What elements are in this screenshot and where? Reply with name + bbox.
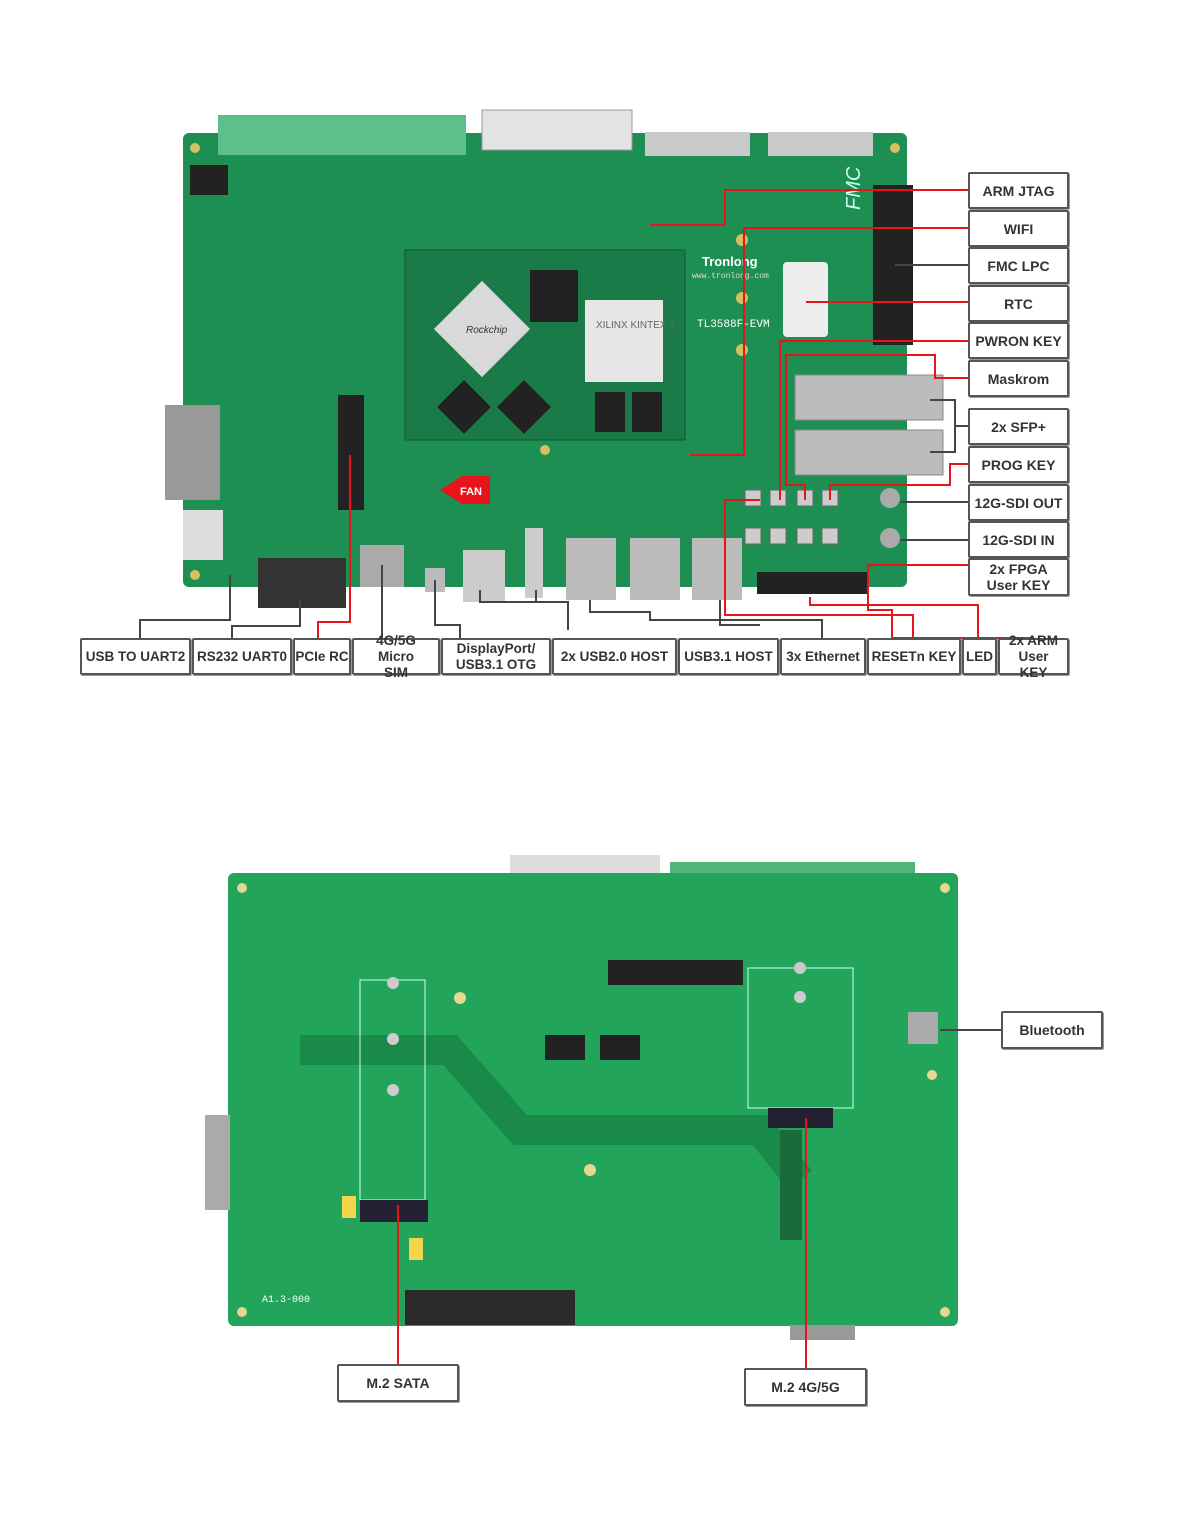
label-led: LED — [962, 638, 997, 675]
label-rtc: RTC — [968, 285, 1069, 322]
label-12g-sdi-out: 12G-SDI OUT — [968, 484, 1069, 521]
label-maskrom: Maskrom — [968, 360, 1069, 397]
label-pcie-rc: PCIe RC — [293, 638, 351, 675]
svg-text:Tronlong: Tronlong — [702, 254, 758, 269]
label-sfp: 2x SFP+ — [968, 408, 1069, 445]
svg-text:www.tronlong.com: www.tronlong.com — [692, 272, 769, 281]
label-wifi: WIFI — [968, 210, 1069, 247]
sfp-cage — [794, 429, 944, 476]
label-arm-jtag: ARM JTAG — [968, 172, 1069, 209]
fpga-label: XILINX KINTEX-7 — [596, 320, 676, 331]
usb2-ports — [463, 550, 505, 602]
label-arm-user-key: 2x ARM User KEY — [998, 633, 1069, 680]
label-pwron-key: PWRON KEY — [968, 322, 1069, 359]
top-board: Rockchip XILINX KINTEX-7 FMC Tronlong ww… — [165, 109, 944, 608]
top-connector — [481, 109, 633, 151]
label-fpga-user-key: 2x FPGA User KEY — [968, 558, 1069, 596]
m2-sata-slot — [360, 1200, 428, 1222]
sfp-cage — [794, 374, 944, 421]
label-usb2-host: 2x USB2.0 HOST — [552, 638, 677, 675]
label-bluetooth: Bluetooth — [1001, 1011, 1103, 1049]
rtc-battery-holder — [783, 262, 828, 337]
rs232-connector — [258, 558, 346, 608]
sdi-connector — [768, 132, 873, 156]
label-12g-sdi-in: 12G-SDI IN — [968, 521, 1069, 558]
kintex-fpga — [585, 300, 663, 382]
bottom-board: A1.3-000 — [205, 855, 958, 1340]
sdi-connector — [645, 132, 750, 156]
label-displayport-otg: DisplayPort/ USB3.1 OTG — [441, 638, 551, 675]
fan-marker — [440, 476, 490, 504]
svg-text:A1.3-000: A1.3-000 — [262, 1295, 310, 1306]
label-resetn-key: RESETn KEY — [867, 638, 961, 675]
soc-label: Rockchip — [466, 325, 508, 336]
label-usb-to-uart2: USB TO UART2 — [80, 638, 191, 675]
svg-text:TL3588F-EVM: TL3588F-EVM — [697, 319, 770, 331]
leds — [757, 572, 867, 594]
svg-text:FAN: FAN — [460, 486, 482, 498]
label-micro-sim: 4G/5G Micro SIM — [352, 633, 440, 680]
bluetooth-module — [908, 1012, 938, 1044]
label-prog-key: PROG KEY — [968, 446, 1069, 483]
terminal-blocks — [218, 115, 466, 155]
label-ethernet: 3x Ethernet — [780, 638, 866, 675]
label-usb31-host: USB3.1 HOST — [678, 638, 779, 675]
svg-text:FMC: FMC — [843, 166, 865, 210]
label-fmc-lpc: FMC LPC — [968, 247, 1069, 284]
label-m2-sata: M.2 SATA — [337, 1364, 459, 1402]
rockchip-soc — [433, 280, 531, 378]
label-rs232-uart0: RS232 UART0 — [192, 638, 292, 675]
leader-lines — [139, 189, 1033, 1368]
m2-4g-slot — [768, 1108, 833, 1128]
label-m2-4g5g: M.2 4G/5G — [744, 1368, 867, 1406]
